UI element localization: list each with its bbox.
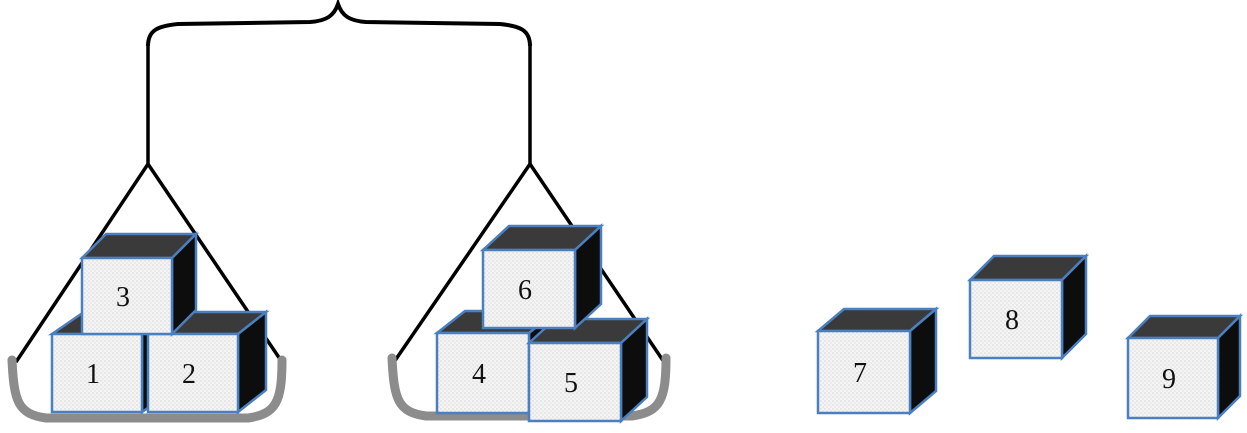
cubes-layer: 1 2 3 4 5 6 7 8 9 [52,226,1240,421]
cube-5-label: 5 [564,368,578,399]
cube-7-label: 7 [853,358,867,389]
cube-4-label: 4 [472,359,486,390]
top-brace [148,4,530,46]
cube-9: 9 [1128,316,1240,418]
cube-3-label: 3 [116,282,130,313]
cube-6-label: 6 [518,275,532,306]
cube-2-label: 2 [182,359,196,390]
cube-5: 5 [529,319,647,421]
balance-beam [148,4,530,164]
cube-8: 8 [970,256,1086,358]
cube-3: 3 [82,234,196,334]
cube-6: 6 [483,226,601,328]
cube-7: 7 [818,309,936,413]
cube-1-label: 1 [86,359,100,390]
cube-8-label: 8 [1005,305,1019,336]
cube-9-label: 9 [1162,364,1176,395]
